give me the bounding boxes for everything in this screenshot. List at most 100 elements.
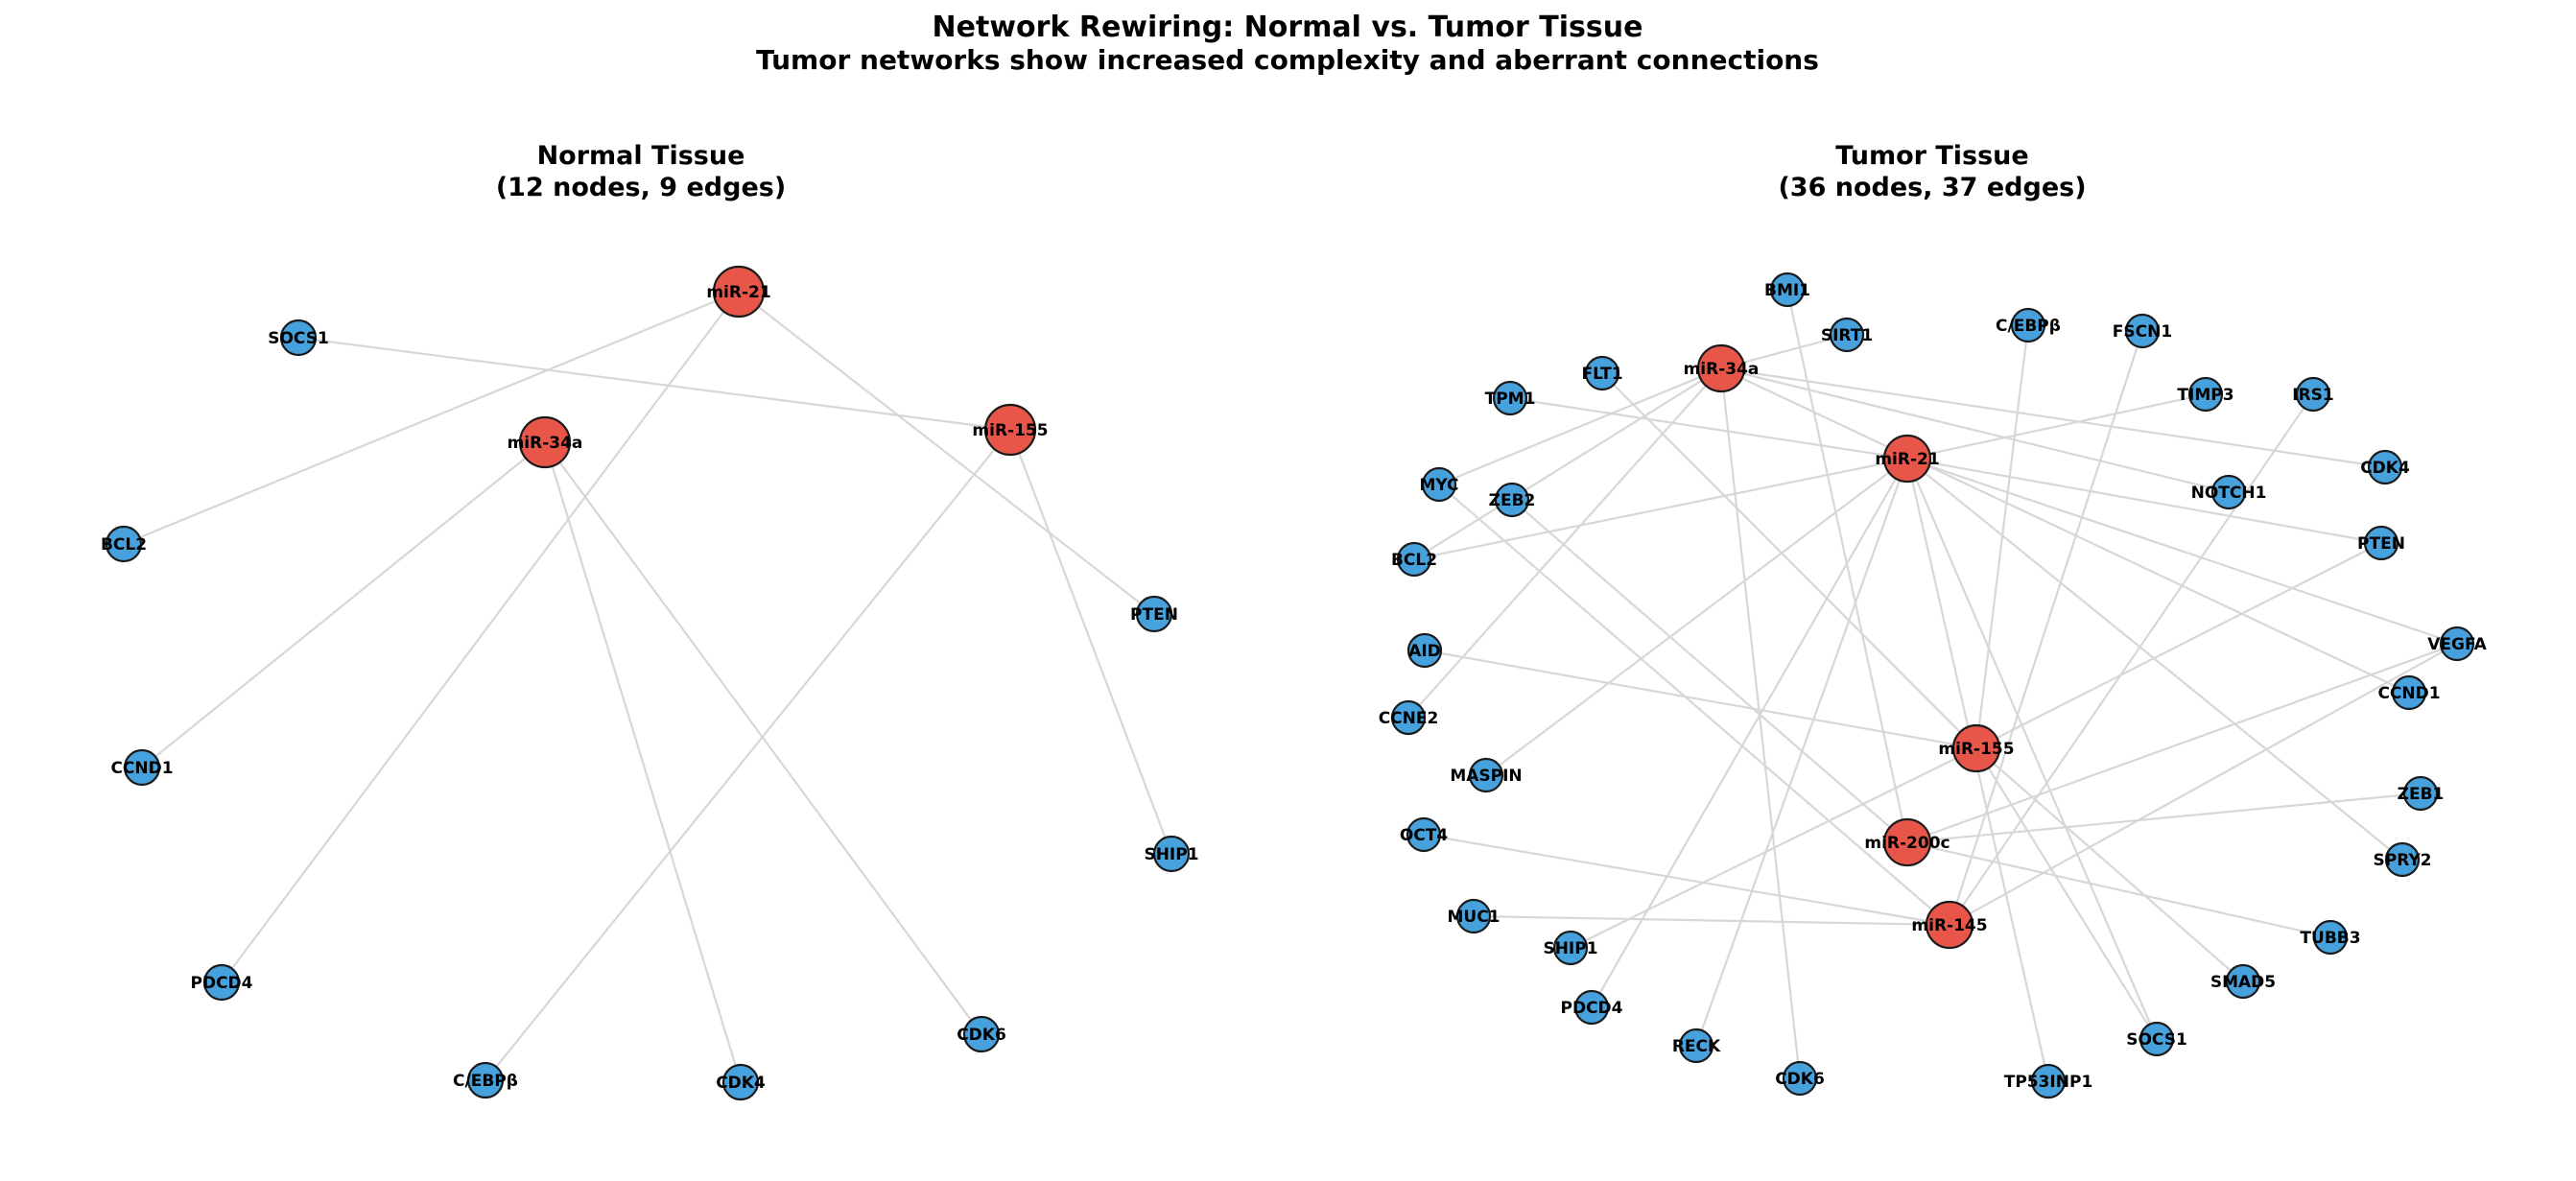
panel-title-tumor: Tumor Tissue (36 nodes, 37 edges)	[1778, 140, 2086, 203]
node-label: SOCS1	[268, 329, 329, 348]
node-label: BCL2	[101, 535, 147, 555]
node-label: PTEN	[2357, 534, 2405, 554]
network-edge	[1485, 458, 1908, 776]
node-label: MYC	[1419, 476, 1458, 495]
figure-subtitle: Tumor networks show increased complexity…	[756, 44, 1819, 76]
network-edge	[1720, 366, 2230, 494]
target-gene-node-FLT1	[1584, 355, 1620, 391]
target-gene-node-SHIP1	[1152, 835, 1191, 873]
target-gene-node-TP53INP1	[2030, 1063, 2067, 1099]
network-edge	[543, 441, 743, 1083]
panel-normal-title-line2: (12 nodes, 9 edges)	[495, 173, 787, 202]
network-edge	[1975, 747, 2244, 982]
node-label: TUBB3	[2300, 929, 2360, 948]
panel-normal-network: miR-21miR-34amiR-155SOCS1BCL2PTENCCND1SH…	[101, 265, 1199, 1101]
target-gene-node-PDCD4	[1573, 989, 1610, 1026]
figure-title: Network Rewiring: Normal vs. Tumor Tissu…	[932, 11, 1643, 44]
target-gene-node-FSCN1	[2124, 313, 2161, 349]
node-label: PTEN	[1130, 605, 1178, 625]
panel-normal-title-line1: Normal Tissue	[536, 141, 745, 171]
node-label: MUC1	[1447, 908, 1500, 927]
network-edge	[1591, 458, 1908, 1008]
target-gene-node-TPM1	[1492, 380, 1528, 416]
network-edge	[1906, 840, 2331, 939]
network-edge	[1906, 642, 2458, 844]
node-label: AID	[1408, 642, 1441, 661]
figure-header: Network Rewiring: Normal vs. Tumor Tissu…	[756, 12, 1819, 77]
panel-tumor-network: miR-34amiR-21miR-155miR-200cmiR-145BMI1S…	[1379, 272, 2488, 1099]
node-label: miR-155	[1938, 740, 2014, 759]
node-label: CDK4	[716, 1074, 766, 1093]
network-edge	[1413, 367, 1722, 560]
target-gene-node-CCNE2	[1390, 699, 1427, 736]
network-edge	[1423, 833, 1950, 927]
target-gene-node-MUC1	[1455, 898, 1492, 934]
mirna-hub-node-miR-21	[1882, 434, 1932, 484]
node-label: CCND1	[110, 759, 173, 778]
node-label: CDK6	[957, 1026, 1006, 1045]
node-label: SOCS1	[2126, 1030, 2187, 1050]
network-edge	[221, 291, 740, 983]
node-label: TIMP3	[2177, 386, 2233, 405]
network-edge	[1473, 914, 1950, 927]
node-label: OCT4	[1400, 826, 1449, 845]
node-label: CDK4	[2360, 459, 2410, 478]
target-gene-node-MASPIN	[1468, 757, 1504, 793]
target-gene-node-PTEN	[2363, 525, 2399, 561]
network-edge	[1948, 330, 2144, 926]
network-edge	[1413, 457, 1908, 561]
network-edge	[1438, 366, 1722, 486]
mirna-hub-node-miR-155	[1951, 723, 2001, 773]
node-label: SHIP1	[1144, 845, 1198, 864]
node-label: C/EBPβ	[1996, 317, 2061, 336]
target-gene-node-TIMP3	[2187, 376, 2224, 413]
target-gene-node-SMAD5	[2225, 963, 2261, 1000]
node-label: FLT1	[1581, 365, 1622, 384]
target-gene-node-SIRT1	[1829, 317, 1865, 353]
node-label: C/EBPβ	[453, 1072, 518, 1091]
network-edge	[544, 441, 982, 1035]
mirna-hub-node-miR-21	[712, 265, 766, 319]
network-edge	[1906, 458, 2403, 861]
target-gene-node-PDCD4	[202, 963, 241, 1002]
node-label: SIRT1	[1821, 326, 1873, 345]
node-label: ZEB2	[1489, 491, 1536, 510]
target-gene-node-MYC	[1421, 466, 1457, 503]
network-edge	[1008, 429, 1173, 855]
target-gene-node-TUBB3	[2312, 919, 2349, 956]
panel-title-normal: Normal Tissue (12 nodes, 9 edges)	[496, 140, 786, 203]
node-label: SHIP1	[1543, 939, 1597, 958]
node-label: RECK	[1672, 1037, 1721, 1056]
network-edge	[1949, 643, 2458, 926]
network-edge	[738, 291, 1155, 615]
target-gene-node-VEGFA	[2439, 626, 2475, 662]
network-edge	[1949, 393, 2314, 926]
target-gene-node-CDK4	[721, 1063, 760, 1101]
node-label: TP53INP1	[2004, 1073, 2093, 1092]
network-edge	[1511, 499, 1908, 843]
target-gene-node-AID	[1406, 632, 1443, 669]
node-label: NOTCH1	[2191, 484, 2267, 503]
network-edge	[1720, 366, 2386, 469]
network-edge	[1719, 367, 1802, 1079]
node-label: SPRY2	[2373, 851, 2431, 870]
target-gene-node-BCL2	[1396, 541, 1432, 578]
network-edge	[1906, 457, 2382, 545]
mirna-hub-node-miR-34a	[1696, 343, 1746, 393]
node-label: miR-200c	[1864, 834, 1950, 853]
network-edge	[1974, 324, 2030, 749]
network-edge	[1906, 392, 2207, 461]
node-label: CCND1	[2377, 684, 2440, 703]
node-label: miR-145	[1911, 916, 1987, 935]
mirna-hub-node-miR-34a	[518, 415, 572, 469]
network-edge	[1975, 542, 2382, 749]
target-gene-node-C/EBPβ	[466, 1061, 505, 1099]
network-edge	[1906, 791, 2422, 844]
network-edge	[297, 336, 1011, 432]
network-edge	[1905, 458, 2159, 1040]
node-label: SMAD5	[2210, 973, 2276, 992]
target-gene-node-NOTCH1	[2210, 474, 2247, 510]
target-gene-node-SHIP1	[1552, 930, 1589, 966]
